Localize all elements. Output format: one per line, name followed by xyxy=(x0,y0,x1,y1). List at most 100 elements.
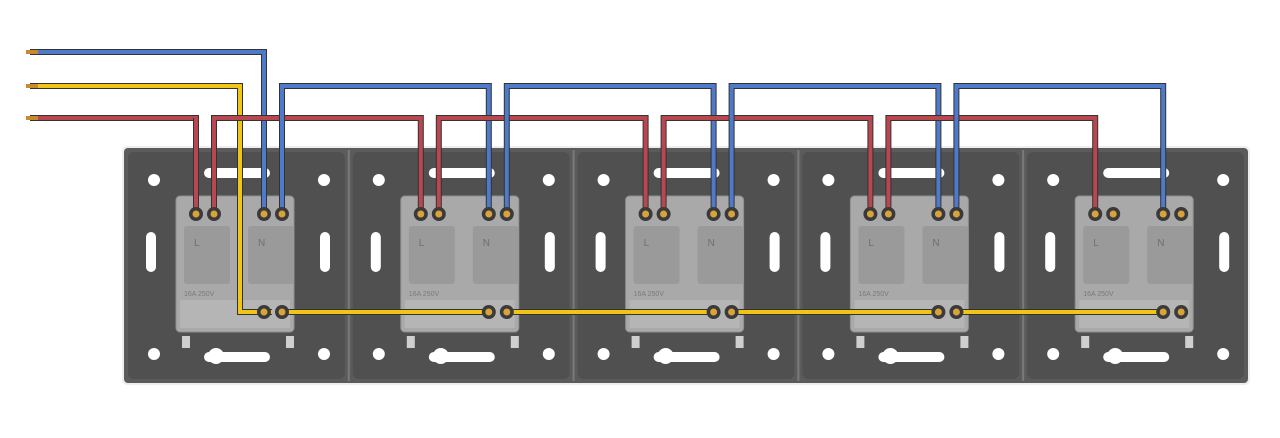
copper-wire-tip xyxy=(26,50,38,54)
neutral-jumper-wire xyxy=(280,84,491,214)
screw-head xyxy=(485,308,493,316)
mounting-hole xyxy=(767,174,780,186)
neutral-terminal-block xyxy=(1147,226,1194,284)
screw-head xyxy=(210,210,218,218)
socket-module: L N 16A 250V xyxy=(572,150,795,381)
mounting-hole xyxy=(318,348,330,360)
live-label: L xyxy=(419,238,425,249)
right-slot xyxy=(769,232,780,272)
mounting-hole xyxy=(542,174,555,186)
top-slot xyxy=(878,168,945,178)
live-terminal-block xyxy=(858,226,905,284)
bottom-slot-end xyxy=(1107,348,1124,364)
neutral-label: N xyxy=(258,238,265,249)
neutral-terminal-block xyxy=(697,226,744,284)
left-slot xyxy=(595,232,606,272)
screw-head xyxy=(278,308,286,316)
screw-head xyxy=(1159,308,1167,316)
mounting-tab xyxy=(286,336,294,348)
bottom-slot-end xyxy=(208,348,224,364)
mounting-tab xyxy=(1081,336,1090,348)
mounting-hole xyxy=(822,174,835,186)
left-slot xyxy=(820,232,831,272)
right-slot xyxy=(544,232,555,272)
mounting-tab xyxy=(406,336,415,348)
live-jumper-wire xyxy=(886,116,1098,214)
top-slot xyxy=(1103,168,1170,178)
mounting-hole xyxy=(597,174,610,186)
screw-head xyxy=(934,308,942,316)
live-jumper-wire xyxy=(212,116,423,214)
socket-module: L N 16A 250V xyxy=(797,150,1020,381)
neutral-jumper-wire xyxy=(729,84,941,214)
neutral-label: N xyxy=(708,238,715,249)
screw-head xyxy=(710,308,718,316)
live-label: L xyxy=(1093,238,1099,249)
mounting-hole xyxy=(372,174,385,186)
right-slot xyxy=(1219,232,1230,272)
mounting-hole xyxy=(372,348,385,360)
screw-head xyxy=(192,210,200,218)
neutral-label: N xyxy=(483,238,490,249)
mounting-hole xyxy=(542,348,555,360)
mounting-hole xyxy=(992,348,1005,360)
live-terminal-block xyxy=(633,226,680,284)
mounting-hole xyxy=(1047,174,1060,186)
screw-head xyxy=(952,308,960,316)
screw-head xyxy=(417,210,425,218)
screw-head xyxy=(260,308,268,316)
live-jumper-wire xyxy=(661,116,873,214)
rating-label: 16A 250V xyxy=(184,291,215,298)
screw-head xyxy=(866,210,874,218)
mounting-hole xyxy=(992,174,1005,186)
right-slot xyxy=(320,232,330,272)
mounting-hole xyxy=(1217,174,1230,186)
mounting-hole xyxy=(318,174,330,186)
neutral-terminal-block xyxy=(472,226,519,284)
rating-label: 16A 250V xyxy=(858,291,889,298)
live-terminal-block xyxy=(1083,226,1130,284)
rating-label: 16A 250V xyxy=(409,291,440,298)
left-slot xyxy=(146,232,156,272)
live-label: L xyxy=(644,238,650,249)
mounting-tab xyxy=(631,336,640,348)
mounting-tab xyxy=(856,336,865,348)
screw-head xyxy=(934,210,942,218)
mounting-hole xyxy=(1047,348,1060,360)
screw-head xyxy=(435,210,443,218)
screw-head xyxy=(1177,308,1185,316)
screw-head xyxy=(1091,210,1099,218)
wire-layer xyxy=(26,49,1167,315)
mounting-hole xyxy=(148,348,160,360)
mounting-tab xyxy=(182,336,190,348)
live-terminal-block xyxy=(184,226,230,284)
live-label: L xyxy=(194,238,200,249)
left-slot xyxy=(1045,232,1056,272)
neutral-label: N xyxy=(932,238,939,249)
neutral-terminal-block xyxy=(248,226,294,284)
mounting-tab xyxy=(960,336,969,348)
bottom-slot-end xyxy=(657,348,674,364)
top-slot xyxy=(653,168,720,178)
screw-head xyxy=(503,210,511,218)
live-label: L xyxy=(868,238,874,249)
mounting-hole xyxy=(597,348,610,360)
module-layer: L N 16A 250V L N 16A 250V L N 16A 250V L N 16A 250V… xyxy=(128,150,1244,381)
neutral-feed-wire xyxy=(30,50,266,214)
socket-base xyxy=(180,300,290,328)
screw-head xyxy=(728,210,736,218)
neutral-label: N xyxy=(1157,238,1164,249)
mounting-tab xyxy=(1185,336,1194,348)
screw-head xyxy=(710,210,718,218)
screw-head xyxy=(260,210,268,218)
socket-module: L N 16A 250V xyxy=(128,152,345,379)
live-terminal-block xyxy=(408,226,455,284)
screw-head xyxy=(1109,210,1117,218)
mounting-hole xyxy=(767,348,780,360)
rating-label: 16A 250V xyxy=(634,291,665,298)
top-slot xyxy=(428,168,495,178)
screw-head xyxy=(1177,210,1185,218)
